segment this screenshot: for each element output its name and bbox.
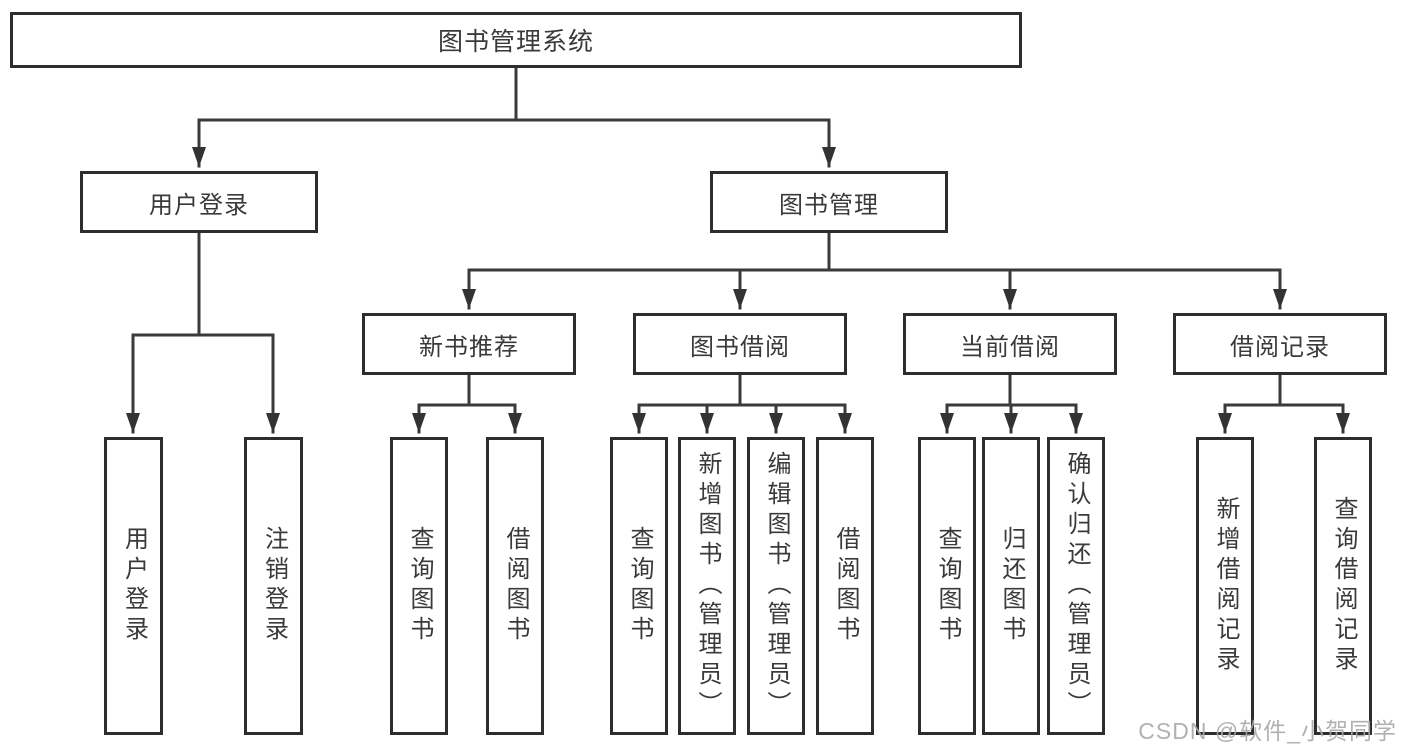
leaf-borrow-books-recommend: 借阅图书 — [486, 437, 544, 735]
node-label: 图书管理系统 — [437, 28, 594, 56]
node-label: 用户登录 — [149, 191, 249, 219]
leaf-add-borrow-record: 新增借阅记录 — [1196, 437, 1254, 735]
node-borrow-records: 借阅记录 — [1173, 313, 1387, 375]
node-label: 编辑图书（管理员） — [763, 451, 790, 721]
leaf-confirm-return-admin: 确认归还（管理员） — [1047, 437, 1105, 735]
node-label: 图书借阅 — [690, 333, 790, 361]
node-label: 查询图书 — [406, 526, 433, 646]
node-label: 注销登录 — [260, 526, 288, 646]
leaf-edit-book-admin: 编辑图书（管理员） — [747, 437, 805, 735]
leaf-logout: 注销登录 — [244, 437, 303, 735]
leaf-user-login: 用户登录 — [104, 437, 163, 735]
node-label: 新增图书（管理员） — [694, 451, 721, 721]
node-book-borrowing: 图书借阅 — [633, 313, 847, 375]
leaf-query-books-current: 查询图书 — [918, 437, 976, 735]
node-new-book-recommend: 新书推荐 — [362, 313, 576, 375]
leaf-query-borrow-record: 查询借阅记录 — [1314, 437, 1372, 735]
leaf-return-book: 归还图书 — [982, 437, 1040, 735]
leaf-query-books-recommend: 查询图书 — [390, 437, 448, 735]
node-label: 查询图书 — [626, 526, 653, 646]
csdn-watermark: CSDN @软件_小贺同学 — [1138, 718, 1397, 744]
node-book-management: 图书管理 — [710, 171, 948, 233]
node-label: 图书管理 — [779, 191, 879, 219]
node-label: 当前借阅 — [960, 333, 1060, 361]
leaf-add-book-admin: 新增图书（管理员） — [678, 437, 736, 735]
node-label: 归还图书 — [998, 526, 1025, 646]
node-system-root: 图书管理系统 — [10, 12, 1022, 68]
node-label: 用户登录 — [120, 526, 148, 646]
node-label: 借阅图书 — [502, 526, 529, 646]
node-user-login: 用户登录 — [80, 171, 318, 233]
node-label: 新书推荐 — [419, 333, 519, 361]
node-label: 新增借阅记录 — [1212, 496, 1239, 676]
leaf-borrow-books-borrowing: 借阅图书 — [816, 437, 874, 735]
node-label: 借阅记录 — [1230, 333, 1330, 361]
node-label: 查询借阅记录 — [1330, 496, 1357, 676]
node-label: 查询图书 — [934, 526, 961, 646]
node-label: 借阅图书 — [832, 526, 859, 646]
leaf-query-books-borrowing: 查询图书 — [610, 437, 668, 735]
node-label: 确认归还（管理员） — [1063, 451, 1090, 721]
node-current-borrowing: 当前借阅 — [903, 313, 1117, 375]
